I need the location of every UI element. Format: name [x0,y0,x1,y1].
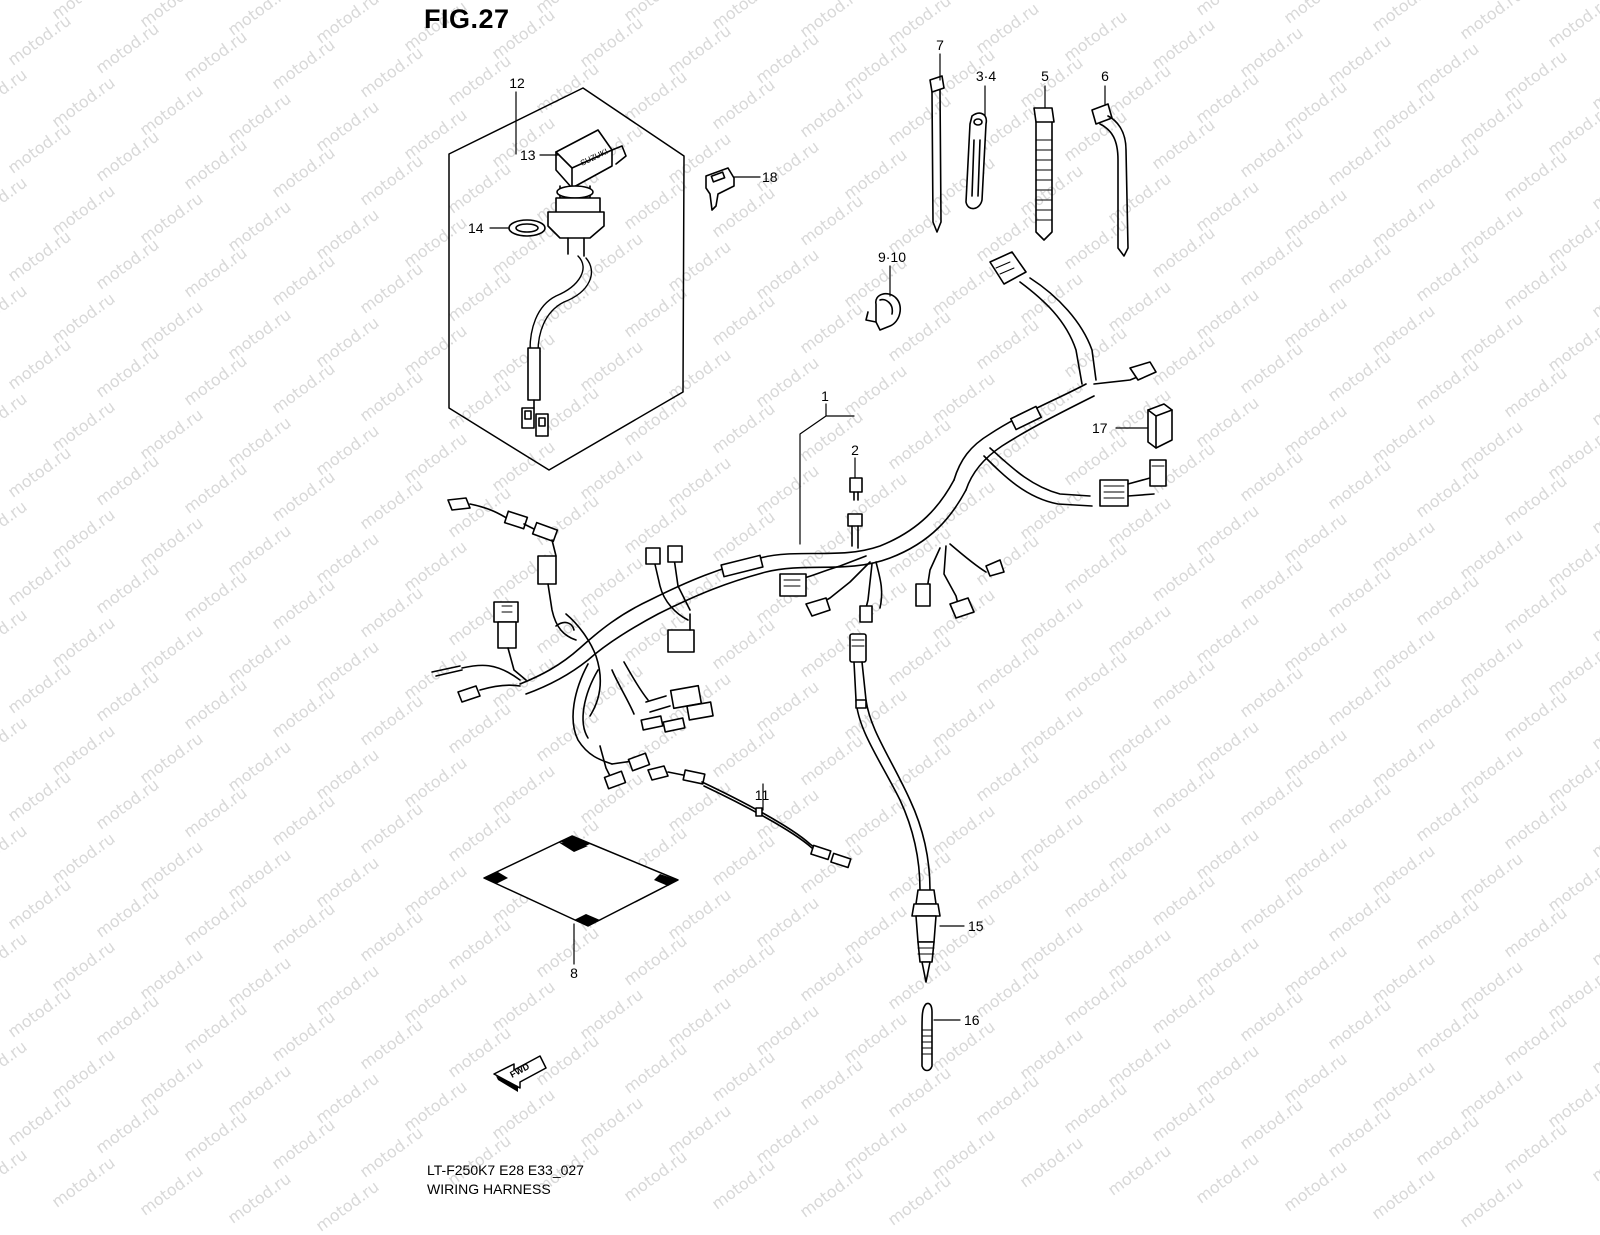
callout-11: 11 [755,787,770,803]
callout-9-10: 9·10 [878,249,906,265]
lead-wire [647,765,852,869]
key [705,167,735,211]
clamp-tie [1091,103,1129,257]
sensor [911,889,941,983]
callout-13: 13 [520,147,536,163]
fwd-arrow: FWD [493,1055,547,1092]
leader-lines [489,53,1149,1021]
cable-tie [929,75,945,233]
diagram-name: WIRING HARNESS [427,1181,551,1197]
ignition-switch: SUZUKI [547,129,627,257]
callout-6: 6 [1101,68,1109,84]
callout-16: 16 [964,1012,980,1028]
callout-5: 5 [1041,68,1049,84]
ignition-switch-assy: SUZUKI [448,87,685,471]
callout-8: 8 [570,965,578,981]
callout-18: 18 [762,169,778,185]
nut-ring [508,219,546,237]
figure-title: FIG.27 [424,4,510,34]
connector-2 [847,477,863,549]
callout-7: 7 [936,37,944,53]
mat [483,835,679,927]
callout-3-4: 3·4 [976,68,996,84]
clamp-9-10 [865,292,902,331]
callout-2: 2 [851,442,859,458]
callout-14: 14 [468,220,484,236]
clamp-3-4 [965,112,988,210]
callout-12: 12 [509,75,525,91]
band [1033,107,1055,241]
diagram-code: LT-F250K7 E28 E33_027 [427,1162,584,1178]
cover [921,1002,933,1072]
relay [1147,403,1173,449]
callout-17: 17 [1092,420,1108,436]
callout-1: 1 [821,388,829,404]
sensor-cable [849,633,931,891]
callout-15: 15 [968,918,984,934]
parts-diagram: SUZUKI [431,37,1173,1092]
main-harness [431,251,1173,790]
callout-labels: 1 2 3·4 5 6 7 8 9·10 11 12 13 14 15 16 1… [468,37,1109,1028]
